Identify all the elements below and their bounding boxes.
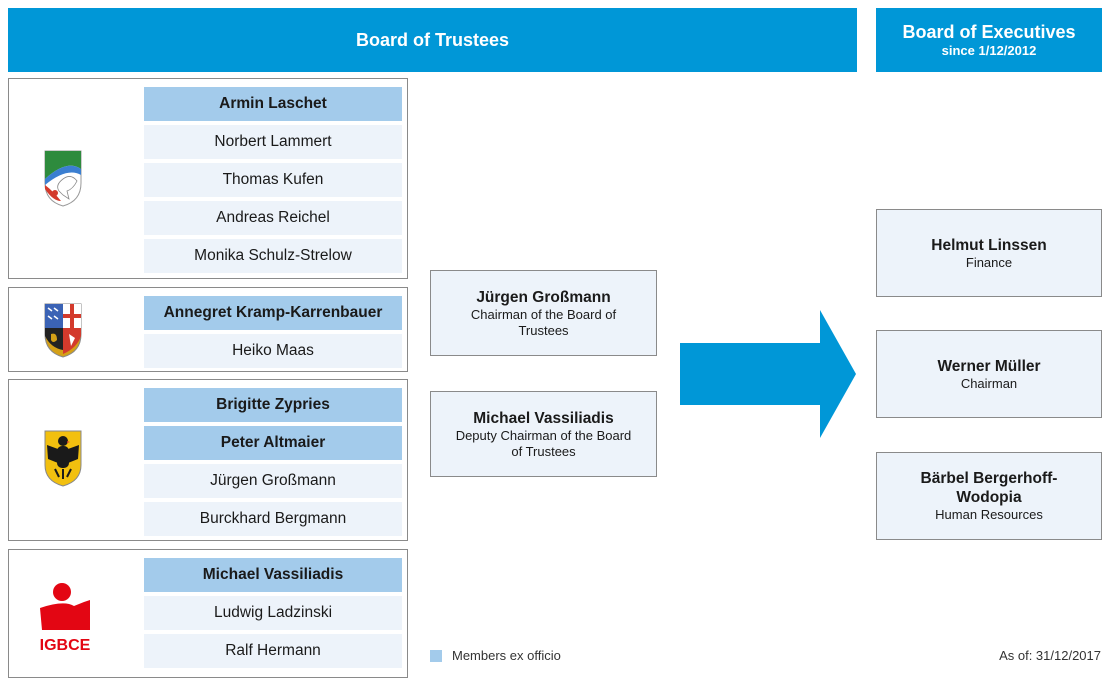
member-cell: Michael Vassiliadis (144, 558, 402, 592)
executive-name: Bärbel Bergerhoff-Wodopia (920, 470, 1058, 506)
member-name: Burckhard Bergmann (199, 510, 347, 527)
german-federal-eagle-icon (37, 426, 89, 490)
member-cell: Ludwig Ladzinski (144, 596, 402, 630)
legend-label: Members ex officio (452, 648, 561, 663)
member-name: Ralf Hermann (225, 642, 321, 659)
member-cell: Heiko Maas (144, 334, 402, 368)
member-cell: Monika Schulz-Strelow (144, 239, 402, 273)
deputy-chairman-name: Michael Vassiliadis (473, 409, 614, 427)
legend: Members ex officio (430, 648, 561, 663)
deputy-chairman-role: Deputy Chairman of the Board of Trustees (455, 427, 632, 459)
member-cell: Peter Altmaier (144, 426, 402, 460)
board-of-trustees-header: Board of Trustees (8, 8, 857, 72)
member-name: Michael Vassiliadis (202, 566, 344, 583)
igbce-logo-text: IGBCE (40, 637, 91, 654)
legend-swatch (430, 649, 442, 662)
executive-role: Human Resources (935, 507, 1043, 522)
saarland-coat-of-arms-icon (37, 300, 89, 360)
member-name: Brigitte Zypries (216, 396, 330, 413)
executive-name: Helmut Linssen (931, 236, 1047, 254)
deputy-chairman-card: Michael Vassiliadis Deputy Chairman of t… (430, 391, 657, 477)
member-name: Thomas Kufen (222, 171, 324, 188)
member-name: Annegret Kramp-Karrenbauer (163, 304, 383, 321)
member-cell: Burckhard Bergmann (144, 502, 402, 536)
member-cell: Norbert Lammert (144, 125, 402, 159)
member-cell: Thomas Kufen (144, 163, 402, 197)
igbce-union-logo-icon: IGBCE (33, 578, 97, 658)
member-cell: Brigitte Zypries (144, 388, 402, 422)
executive-card-human-resources: Bärbel Bergerhoff-Wodopia Human Resource… (876, 452, 1102, 540)
member-cell: Annegret Kramp-Karrenbauer (144, 296, 402, 330)
trustees-title: Board of Trustees (355, 29, 510, 50)
member-name: Jürgen Großmann (210, 472, 336, 489)
nrw-coat-of-arms-icon (37, 146, 89, 210)
member-name: Heiko Maas (232, 342, 314, 359)
member-name: Peter Altmaier (220, 434, 326, 451)
executives-title: Board of Executives (902, 22, 1076, 42)
chairman-name: Jürgen Großmann (476, 288, 611, 306)
member-cell: Andreas Reichel (144, 201, 402, 235)
executive-card-chairman: Werner Müller Chairman (876, 330, 1102, 418)
member-name: Ludwig Ladzinski (213, 604, 333, 621)
member-name: Monika Schulz-Strelow (194, 247, 352, 264)
member-cell: Armin Laschet (144, 87, 402, 121)
member-name: Andreas Reichel (216, 209, 330, 226)
as-of-date: As of: 31/12/2017 (999, 648, 1101, 663)
executive-card-finance: Helmut Linssen Finance (876, 209, 1102, 297)
executives-subtitle: since 1/12/2012 (941, 43, 1037, 58)
member-name: Armin Laschet (219, 95, 327, 112)
trustee-group-saarland: Annegret Kramp-Karrenbauer Heiko Maas (8, 287, 408, 372)
chairman-card: Jürgen Großmann Chairman of the Board of… (430, 270, 657, 356)
member-cell: Ralf Hermann (144, 634, 402, 668)
trustee-group-nrw: Armin Laschet Norbert Lammert Thomas Kuf… (8, 78, 408, 279)
executive-role: Finance (965, 254, 1013, 270)
board-of-executives-header: Board of Executives since 1/12/2012 (876, 8, 1102, 72)
executive-name: Werner Müller (937, 357, 1041, 375)
chairman-role: Chairman of the Board of Trustees (470, 306, 617, 338)
member-name: Norbert Lammert (214, 133, 332, 150)
member-cell: Jürgen Großmann (144, 464, 402, 498)
trustee-group-federal: Brigitte Zypries Peter Altmaier Jürgen G… (8, 379, 408, 541)
executive-role: Chairman (960, 375, 1018, 391)
right-arrow-icon (680, 310, 856, 438)
trustee-group-igbce: IGBCE Michael Vassiliadis Ludwig Ladzins… (8, 549, 408, 678)
